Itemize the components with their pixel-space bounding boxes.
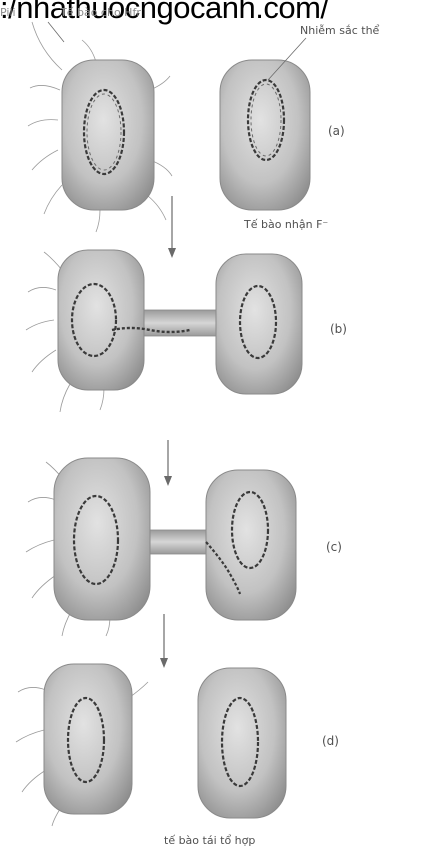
panel-label-d: (d) bbox=[322, 734, 339, 748]
arrow-2 bbox=[164, 440, 172, 486]
pili-label: Pili bbox=[0, 6, 16, 19]
row-c bbox=[26, 458, 296, 636]
recipient-cell-a bbox=[220, 60, 310, 210]
chromosome-label: Nhiễm sắc thể bbox=[300, 24, 379, 37]
recombinant-cell-d bbox=[198, 668, 286, 818]
row-a bbox=[28, 22, 310, 232]
donor-cell-a bbox=[62, 60, 154, 210]
recipient-cell-c bbox=[206, 470, 296, 620]
arrow-3 bbox=[160, 614, 168, 668]
donor-cell-d bbox=[44, 664, 132, 814]
row-b bbox=[26, 250, 302, 412]
row-d bbox=[16, 664, 286, 826]
recipient-cell-label: Tế bào nhận F⁻ bbox=[244, 218, 328, 231]
arrow-1 bbox=[168, 196, 176, 258]
panel-label-c: (c) bbox=[326, 540, 342, 554]
donor-cell-label: Tế bào cho Hfr bbox=[60, 6, 141, 19]
donor-cell-c bbox=[54, 458, 150, 620]
panel-label-a: (a) bbox=[328, 124, 345, 138]
watermark-url: :/nhathuocngocanh.com/ bbox=[0, 0, 329, 26]
recombinant-cell-label: tế bào tái tổ hợp bbox=[164, 834, 255, 847]
panel-label-b: (b) bbox=[330, 322, 347, 336]
recipient-cell-b bbox=[216, 254, 302, 394]
